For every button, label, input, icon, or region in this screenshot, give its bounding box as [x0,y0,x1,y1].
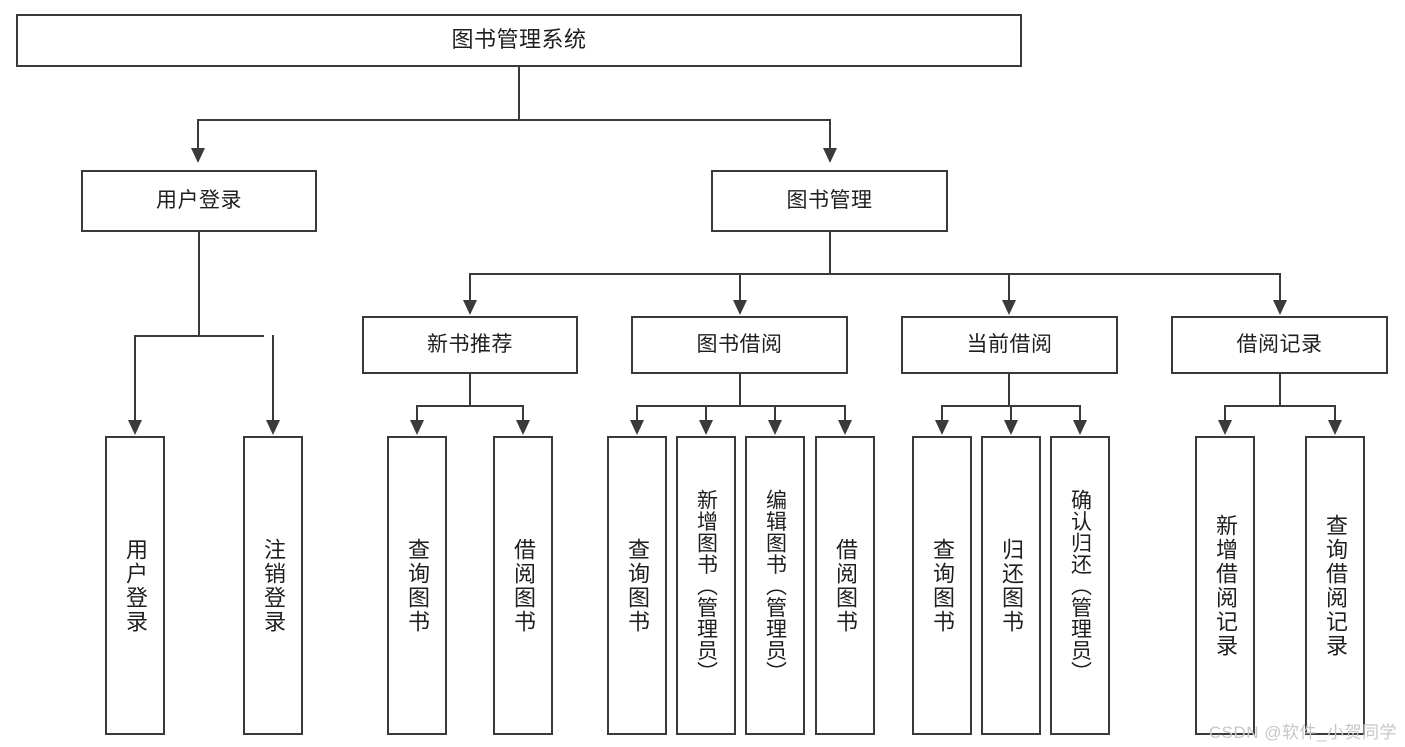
node-label: 新增借阅记录 [1212,513,1238,658]
node-label: 查询图书 [404,537,430,634]
connector-drop-book-management [829,119,831,149]
node-label: 归还图书 [998,537,1024,634]
node-leaf-query-book-2[interactable]: 查询图书 [607,436,667,735]
node-label: 当前借阅 [966,333,1053,357]
arrowhead-borrow-record [1273,300,1287,315]
node-leaf-user-logout[interactable]: 注销登录 [243,436,303,735]
connector-drop-leaf-borrow-book-2 [844,405,846,421]
connector-drop-leaf-add-record [1224,405,1226,421]
connector-drop-borrow-record [1279,273,1281,301]
node-label: 借阅图书 [832,537,858,634]
connector-drop-leaf-query-book-2 [636,405,638,421]
connector-drop-leaf-edit-book [774,405,776,421]
node-label: 借阅图书 [510,537,536,634]
arrowhead-leaf-borrow-book-1 [516,420,530,435]
node-label: 查询图书 [624,537,650,634]
node-label: 用户登录 [122,537,148,634]
node-leaf-confirm-return[interactable]: 确认归还（管理员） [1050,436,1110,735]
connector-user-login-stem [198,232,200,336]
node-label: 借阅记录 [1236,333,1323,357]
connector-drop-new-book-recommend [469,273,471,301]
connector-root-bus [197,119,831,121]
connector-drop-leaf-query-record [1334,405,1336,421]
node-borrow-record[interactable]: 借阅记录 [1171,316,1388,374]
connector-new-book-recommend-bus [416,405,524,407]
node-leaf-query-book-3[interactable]: 查询图书 [912,436,972,735]
node-leaf-query-record[interactable]: 查询借阅记录 [1305,436,1365,735]
connector-book-management-stem [829,232,831,274]
arrowhead-leaf-add-book [699,420,713,435]
node-book-management[interactable]: 图书管理 [711,170,948,232]
node-leaf-add-record[interactable]: 新增借阅记录 [1195,436,1255,735]
connector-drop-leaf-user-logout [272,335,274,421]
connector-drop-user-login [197,119,199,149]
node-leaf-user-login[interactable]: 用户登录 [105,436,165,735]
connector-borrow-record-bus [1224,405,1336,407]
arrowhead-leaf-confirm-return [1073,420,1087,435]
node-label: 图书管理系统 [451,27,587,53]
arrowhead-current-borrow [1002,300,1016,315]
node-leaf-borrow-book-2[interactable]: 借阅图书 [815,436,875,735]
arrowhead-leaf-edit-book [768,420,782,435]
node-label: 注销登录 [260,537,286,634]
connector-drop-leaf-return-book [1010,405,1012,421]
connector-current-borrow-stem [1008,374,1010,406]
connector-book-borrow-stem [739,374,741,406]
node-label: 图书管理 [786,189,873,213]
node-label: 编辑图书（管理员） [763,488,787,683]
connector-drop-current-borrow [1008,273,1010,301]
node-label: 图书借阅 [696,333,783,357]
connector-drop-leaf-add-book [705,405,707,421]
arrowhead-leaf-query-book-3 [935,420,949,435]
arrowhead-leaf-query-book-1 [410,420,424,435]
connector-drop-book-borrow [739,273,741,301]
arrowhead-book-borrow [733,300,747,315]
arrowhead-leaf-query-record [1328,420,1342,435]
node-root-system[interactable]: 图书管理系统 [16,14,1022,67]
connector-book-management-bus [469,273,1281,275]
connector-drop-leaf-borrow-book-1 [522,405,524,421]
node-leaf-edit-book[interactable]: 编辑图书（管理员） [745,436,805,735]
node-label: 确认归还（管理员） [1068,488,1092,683]
node-leaf-return-book[interactable]: 归还图书 [981,436,1041,735]
arrowhead-book-management [823,148,837,163]
connector-user-login-bus [134,335,264,337]
connector-drop-leaf-confirm-return [1079,405,1081,421]
connector-root-stem [518,67,520,119]
connector-book-borrow-bus [636,405,846,407]
node-label: 新书推荐 [427,333,513,357]
node-label: 查询图书 [929,537,955,634]
arrowhead-leaf-add-record [1218,420,1232,435]
arrowhead-leaf-return-book [1004,420,1018,435]
node-book-borrow[interactable]: 图书借阅 [631,316,848,374]
arrowhead-leaf-borrow-book-2 [838,420,852,435]
arrowhead-user-login [191,148,205,163]
node-label: 查询借阅记录 [1322,513,1348,658]
connector-drop-leaf-user-login [134,335,136,421]
arrowhead-new-book-recommend [463,300,477,315]
connector-drop-leaf-query-book-1 [416,405,418,421]
node-user-login[interactable]: 用户登录 [81,170,317,232]
node-leaf-borrow-book-1[interactable]: 借阅图书 [493,436,553,735]
arrowhead-leaf-query-book-2 [630,420,644,435]
node-leaf-query-book-1[interactable]: 查询图书 [387,436,447,735]
node-label: 用户登录 [156,189,242,213]
watermark-text: CSDN @软件_小贺同学 [1208,723,1397,742]
connector-borrow-record-stem [1279,374,1281,406]
connector-new-book-recommend-stem [469,374,471,406]
connector-drop-leaf-query-book-3 [941,405,943,421]
arrowhead-leaf-user-login [128,420,142,435]
node-leaf-add-book[interactable]: 新增图书（管理员） [676,436,736,735]
node-label: 新增图书（管理员） [694,488,718,683]
node-current-borrow[interactable]: 当前借阅 [901,316,1118,374]
node-new-book-recommend[interactable]: 新书推荐 [362,316,578,374]
arrowhead-leaf-user-logout [266,420,280,435]
